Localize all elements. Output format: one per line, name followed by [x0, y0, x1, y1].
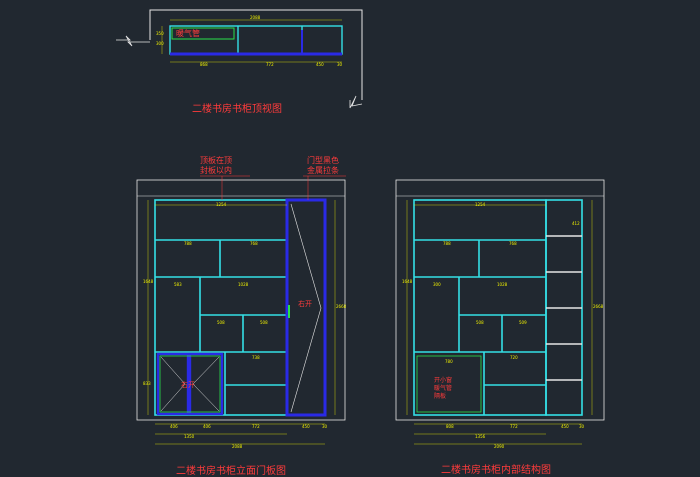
front-view-drawing — [136, 175, 346, 445]
top-dim-side2: 300 — [156, 41, 164, 46]
front-dim-s3b: 508 — [260, 320, 268, 325]
top-view-wall — [149, 9, 363, 100]
front-note-door-line2: 金属拉条 — [307, 166, 339, 175]
front-note-top: 顶板在顶 封板以内 — [200, 156, 232, 176]
inner-dim-top-label: 1254 — [475, 202, 486, 207]
inner-dim-side-shelf: 412 — [572, 221, 580, 226]
inner-view-frame — [395, 179, 605, 421]
front-dim-low-height: 833 — [143, 381, 151, 386]
front-lower-door-right-swing — [192, 356, 220, 412]
front-dim-s3a: 508 — [217, 320, 225, 325]
front-dim-right-height: 2668 — [336, 304, 347, 309]
inner-center-note: 开小窗 暖气管 隔板 — [434, 377, 452, 401]
inner-dim-bottom-sub: 1356 — [475, 434, 486, 439]
inner-dim-s2b: 1028 — [497, 282, 508, 287]
inner-dim-bottom-a: 808 — [446, 424, 454, 429]
front-lower-door-right — [188, 352, 224, 416]
inner-dim-s3a: 508 — [476, 320, 484, 325]
front-dim-s1a: 788 — [184, 241, 192, 246]
top-view-pipe-label: 暖气管 — [176, 29, 200, 38]
inner-dim-total: 2090 — [494, 444, 505, 449]
top-view-wall-break-left — [116, 35, 150, 47]
front-dim-s1b: 768 — [250, 241, 258, 246]
front-dim-bottom-b: 406 — [203, 424, 211, 429]
top-dim-d: 30 — [337, 62, 343, 67]
front-dim-s2b: 1028 — [238, 282, 249, 287]
front-dim-bottom-d: 450 — [302, 424, 310, 429]
top-dim-a: 868 — [200, 62, 208, 67]
inner-dim-bottom-c: 450 — [561, 424, 569, 429]
top-view-title: 二楼书房书柜顶视图 — [192, 104, 282, 115]
inner-center-note-line3: 隔板 — [434, 393, 447, 400]
front-right-door-swing — [290, 203, 322, 413]
top-view-drawing — [116, 9, 363, 109]
front-lower-door-glass — [159, 355, 221, 413]
inner-dim-s3b: 509 — [519, 320, 527, 325]
top-dim-total: 2088 — [250, 15, 261, 20]
front-view-frame — [136, 179, 346, 421]
inner-dim-left-height: 1648 — [402, 279, 413, 284]
front-note-door: 门型黑色 金属拉条 — [307, 156, 339, 176]
front-dim-top-label: 1254 — [216, 202, 227, 207]
front-dim-bottom-sub: 1350 — [184, 434, 195, 439]
front-lower-door-left — [156, 352, 190, 416]
front-dim-s2: 583 — [174, 282, 182, 287]
top-view-pipe-box — [171, 27, 235, 40]
front-note-door-line1: 门型黑色 — [307, 156, 339, 165]
front-dim-bottom-a: 406 — [170, 424, 178, 429]
top-view-wall-break-right — [349, 95, 363, 109]
inner-view-title: 二楼书房书柜内部结构图 — [441, 465, 551, 476]
inner-dim-bottom-b: 772 — [510, 424, 518, 429]
front-dim-bottom-e: 30 — [322, 424, 328, 429]
front-view-title: 二楼书房书柜立面门板图 — [176, 466, 286, 477]
front-right-door — [285, 198, 327, 417]
inner-dim-s1b: 768 — [509, 241, 517, 246]
inner-center-note-line2: 暖气管 — [434, 385, 453, 392]
inner-dim-s1a: 788 — [443, 241, 451, 246]
inner-lower-pipe-box — [416, 355, 482, 413]
top-dim-side1: 350 — [156, 31, 164, 36]
inner-view-drawing — [395, 179, 605, 445]
front-note-top-line2: 封板以内 — [200, 166, 232, 175]
front-dim-total: 2088 — [232, 444, 243, 449]
inner-dim-right-height: 2668 — [593, 304, 604, 309]
front-dim-left-height: 1648 — [143, 279, 154, 284]
front-lower-door-left-swing — [160, 356, 186, 412]
inner-center-note-line1: 开小窗 — [434, 377, 453, 384]
inner-dim-bottom-d: 30 — [579, 424, 585, 429]
front-lower-door-label: 右开 — [181, 381, 195, 389]
top-dim-b: 772 — [266, 62, 274, 67]
inner-dim-s4a: 780 — [445, 359, 453, 364]
inner-dim-s2: 300 — [433, 282, 441, 287]
front-note-top-line1: 顶板在顶 — [200, 156, 232, 165]
front-dim-s4: 738 — [252, 355, 260, 360]
front-right-door-label: 右开 — [298, 300, 312, 308]
front-dim-bottom-c: 772 — [252, 424, 260, 429]
inner-dim-s4b: 720 — [510, 355, 518, 360]
top-dim-c: 450 — [316, 62, 324, 67]
